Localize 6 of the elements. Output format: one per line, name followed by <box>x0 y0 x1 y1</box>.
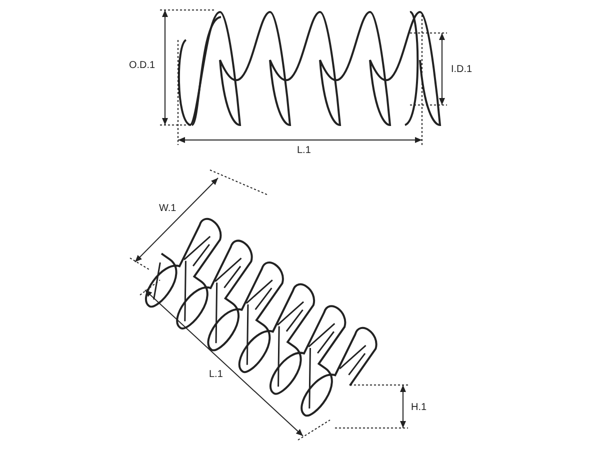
dimension-label: L.1 <box>296 145 312 156</box>
dimension-label: O.D.1 <box>128 60 156 71</box>
dimension-label: I.D.1 <box>450 64 474 75</box>
dimension-label: L.1 <box>208 369 224 380</box>
dimension-label: W.1 <box>158 203 178 214</box>
dimension-label: H.1 <box>410 402 428 413</box>
